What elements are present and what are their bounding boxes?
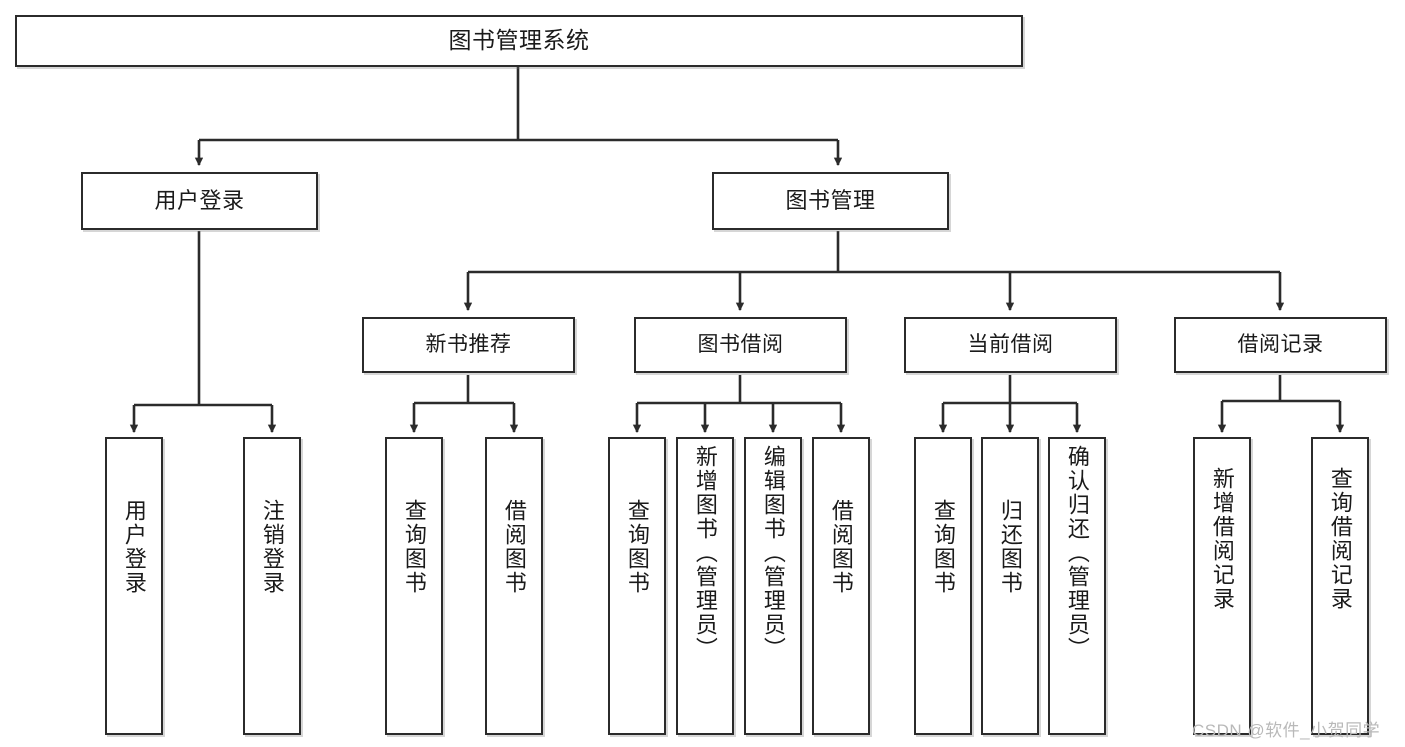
leaf-new-book-query-label: 查询图书 bbox=[401, 499, 427, 595]
leaf-borrow-borrow-book[interactable]: 借阅图书 bbox=[812, 437, 870, 735]
leaf-user-login-logout-label: 注销登录 bbox=[259, 499, 285, 595]
leaf-borrow-add-book-label: 新增图书（管理员） bbox=[692, 445, 718, 661]
leaf-borrow-borrow-book-label: 借阅图书 bbox=[828, 499, 854, 595]
leaf-borrow-add-book[interactable]: 新增图书（管理员） bbox=[676, 437, 734, 735]
node-borrow-record[interactable]: 借阅记录 bbox=[1174, 317, 1387, 373]
leaf-user-login-logout[interactable]: 注销登录 bbox=[243, 437, 301, 735]
leaf-record-query-label: 查询借阅记录 bbox=[1327, 467, 1353, 611]
node-borrow-record-label: 借阅记录 bbox=[1237, 333, 1324, 357]
node-new-book-recommend[interactable]: 新书推荐 bbox=[362, 317, 575, 373]
leaf-record-add-label: 新增借阅记录 bbox=[1209, 467, 1235, 611]
leaf-borrow-edit-book-label: 编辑图书（管理员） bbox=[760, 445, 786, 661]
node-current-borrow-label: 当前借阅 bbox=[967, 333, 1054, 357]
node-book-borrow-label: 图书借阅 bbox=[697, 333, 784, 357]
leaf-borrow-query-book[interactable]: 查询图书 bbox=[608, 437, 666, 735]
leaf-current-confirm-return-label: 确认归还（管理员） bbox=[1064, 445, 1090, 661]
node-book-management[interactable]: 图书管理 bbox=[712, 172, 949, 230]
node-book-borrow[interactable]: 图书借阅 bbox=[634, 317, 847, 373]
leaf-record-query[interactable]: 查询借阅记录 bbox=[1311, 437, 1369, 735]
leaf-current-confirm-return[interactable]: 确认归还（管理员） bbox=[1048, 437, 1106, 735]
leaf-new-book-borrow[interactable]: 借阅图书 bbox=[485, 437, 543, 735]
leaf-current-return-book[interactable]: 归还图书 bbox=[981, 437, 1039, 735]
node-book-management-label: 图书管理 bbox=[785, 187, 876, 213]
leaf-borrow-query-book-label: 查询图书 bbox=[624, 499, 650, 595]
leaf-record-add[interactable]: 新增借阅记录 bbox=[1193, 437, 1251, 735]
leaf-current-return-book-label: 归还图书 bbox=[997, 499, 1023, 595]
node-user-login[interactable]: 用户登录 bbox=[81, 172, 318, 230]
leaf-borrow-edit-book[interactable]: 编辑图书（管理员） bbox=[744, 437, 802, 735]
leaf-new-book-query[interactable]: 查询图书 bbox=[385, 437, 443, 735]
csdn-watermark: CSDN @软件_小贺同学 bbox=[1192, 721, 1381, 740]
node-root[interactable]: 图书管理系统 bbox=[15, 15, 1023, 67]
leaf-user-login-login-label: 用户登录 bbox=[121, 499, 147, 595]
node-new-book-recommend-label: 新书推荐 bbox=[425, 333, 512, 357]
leaf-current-query-book[interactable]: 查询图书 bbox=[914, 437, 972, 735]
node-root-label: 图书管理系统 bbox=[448, 27, 590, 54]
node-user-login-label: 用户登录 bbox=[154, 187, 245, 213]
leaf-current-query-book-label: 查询图书 bbox=[930, 499, 956, 595]
leaf-user-login-login[interactable]: 用户登录 bbox=[105, 437, 163, 735]
leaf-new-book-borrow-label: 借阅图书 bbox=[501, 499, 527, 595]
node-current-borrow[interactable]: 当前借阅 bbox=[904, 317, 1117, 373]
